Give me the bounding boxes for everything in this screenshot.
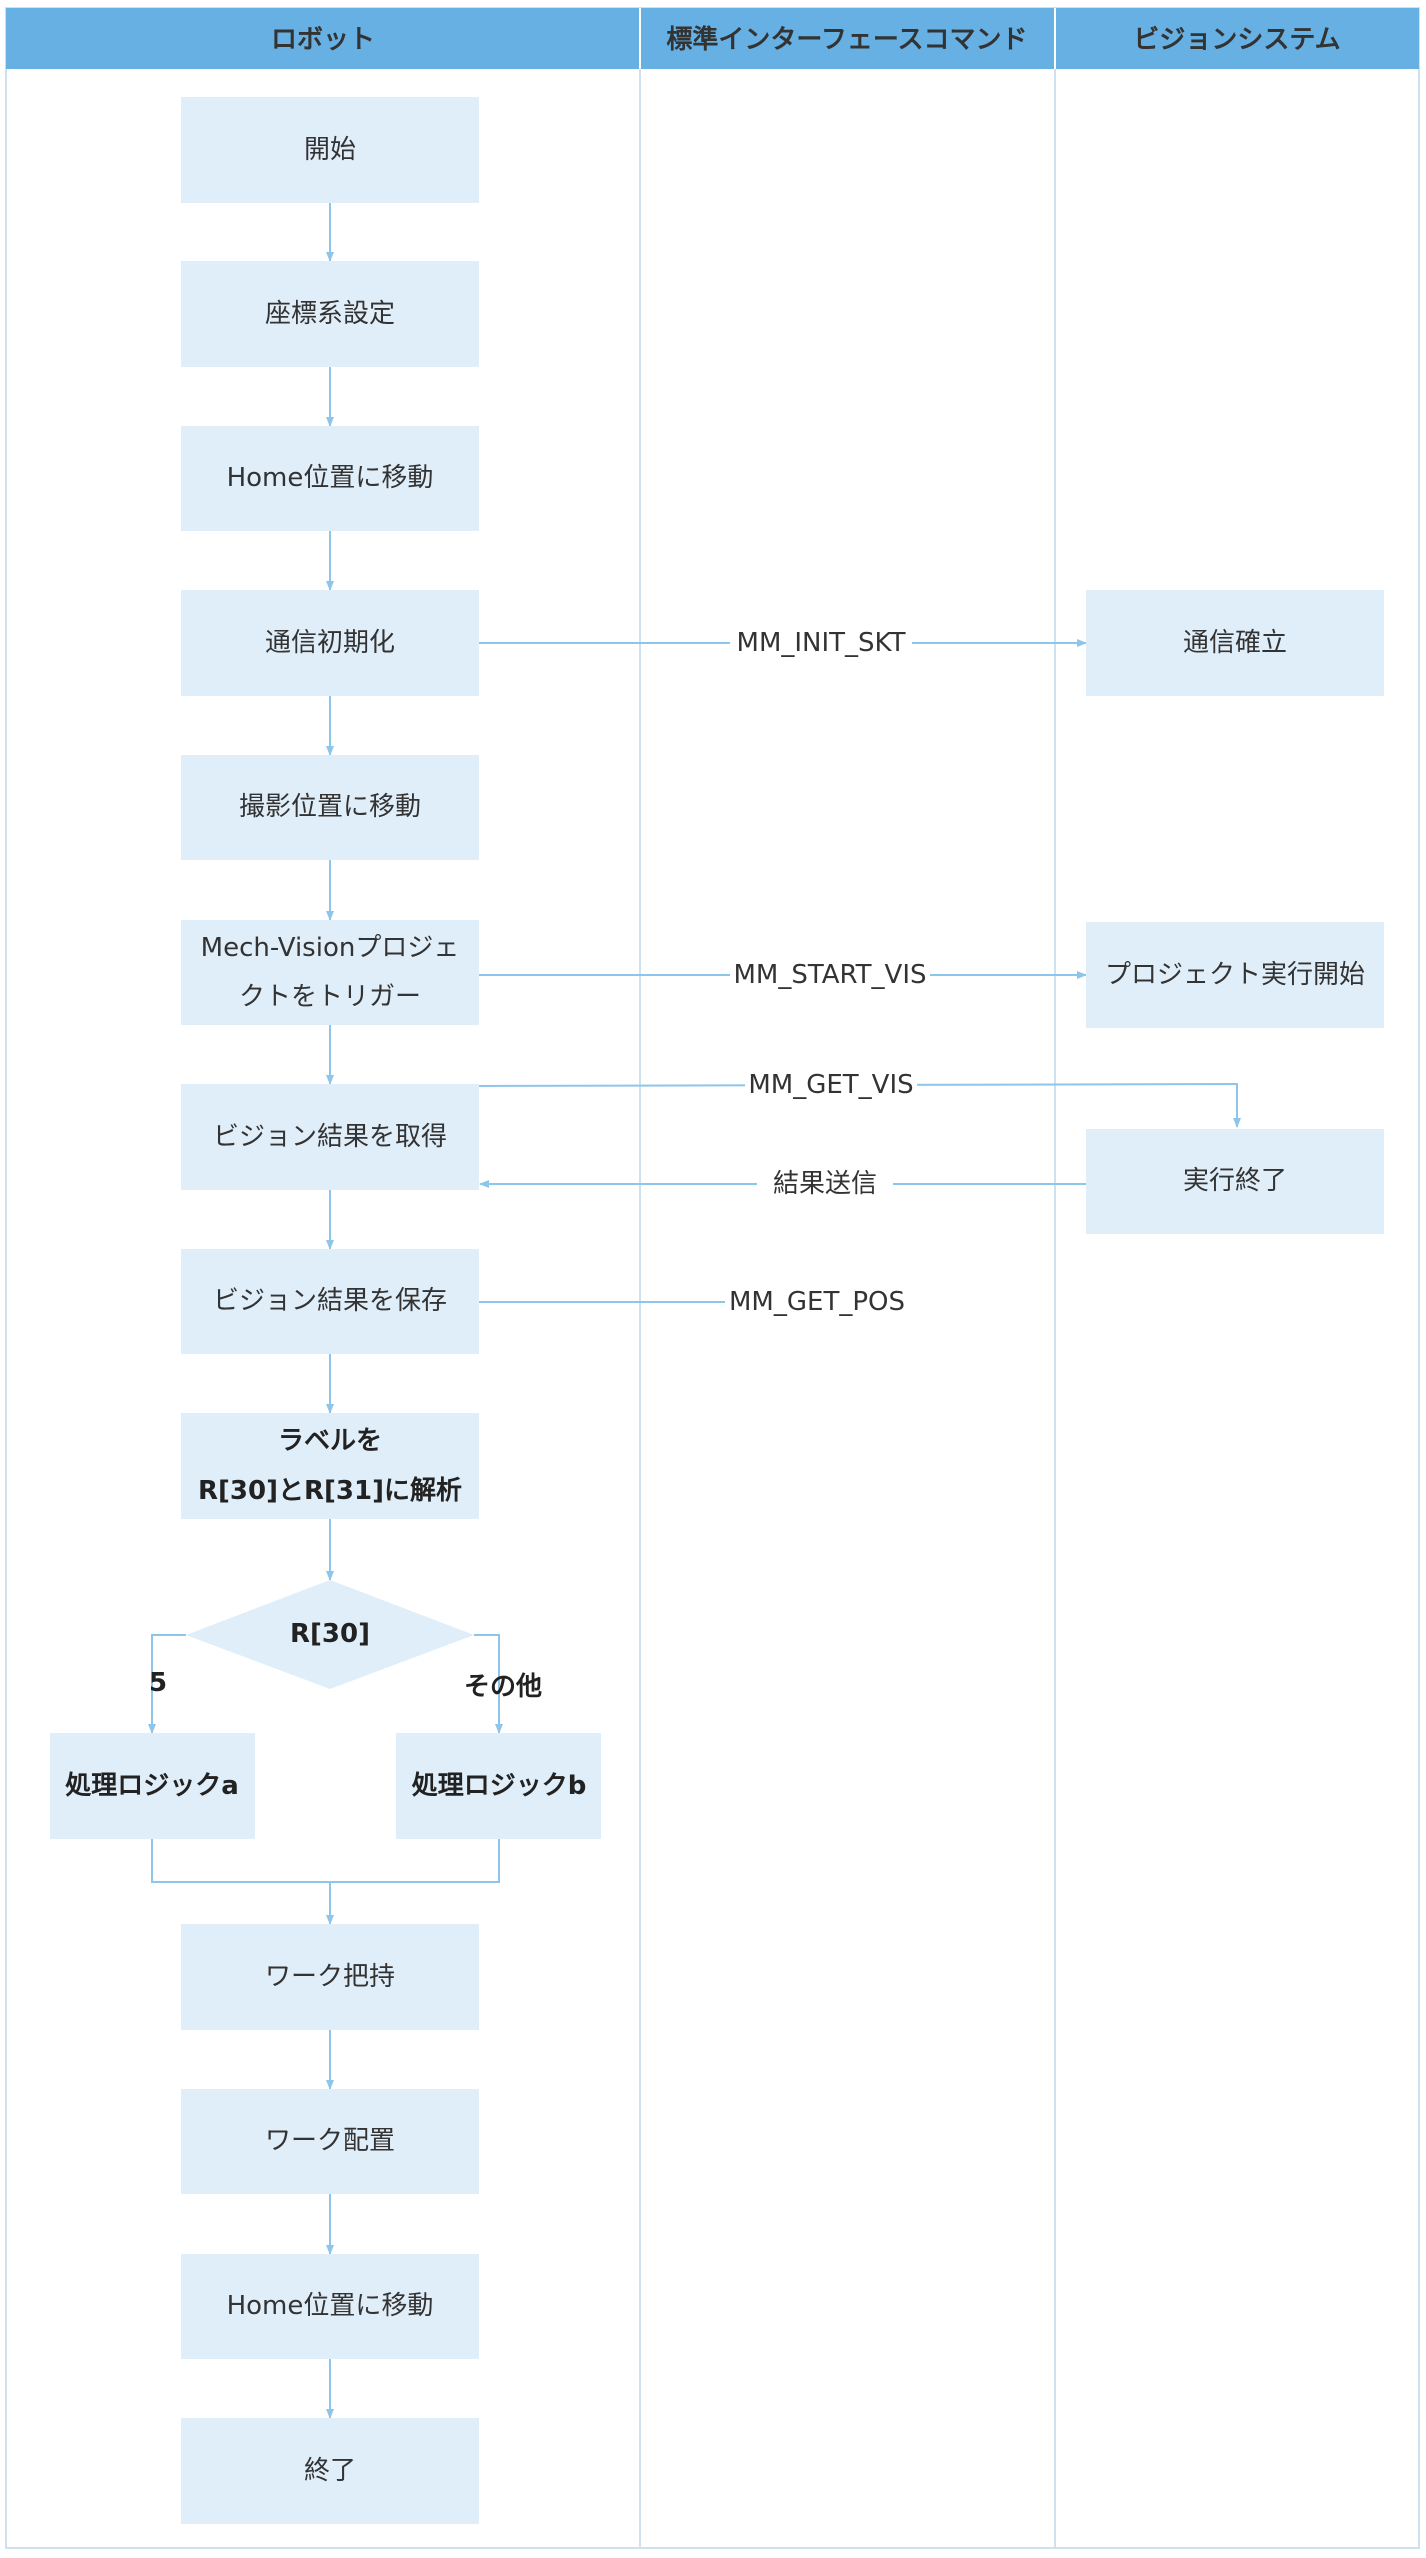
step-logic-a: 処理ロジックa <box>50 1733 255 1839</box>
command-get-pos-label: MM_GET_POS <box>729 1287 905 1317</box>
robot-steps: 開始 座標系設定 Home位置に移動 通信初期化 撮影位置に移動 Mech-Vi… <box>50 97 601 2524</box>
command-init-label: MM_INIT_SKT <box>737 628 906 658</box>
step-save-result: ビジョン結果を保存 <box>181 1249 479 1354</box>
lane-header: ロボット 標準インターフェースコマンド ビジョンシステム <box>6 8 1419 69</box>
step-start: 開始 <box>181 97 479 203</box>
step-coordinate-setup-label: 座標系設定 <box>265 299 395 329</box>
vision-project-start: プロジェクト実行開始 <box>1086 922 1384 1028</box>
step-home-move-1: Home位置に移動 <box>181 426 479 531</box>
step-comm-init: 通信初期化 <box>181 590 479 696</box>
step-place-label: ワーク配置 <box>265 2126 395 2156</box>
step-end-label: 終了 <box>304 2456 356 2486</box>
lane-title-interface: 標準インターフェースコマンド <box>666 24 1027 55</box>
vision-steps: 通信確立 プロジェクト実行開始 実行終了 <box>1086 590 1384 1234</box>
decision-r30: R[30] <box>186 1580 474 1689</box>
command-labels: MM_INIT_SKT MM_START_VIS MM_GET_VIS 結果送信… <box>729 625 930 1317</box>
vision-comm-established: 通信確立 <box>1086 590 1384 696</box>
step-move-capture: 撮影位置に移動 <box>181 755 479 860</box>
step-comm-init-label: 通信初期化 <box>265 628 395 658</box>
vision-exec-done: 実行終了 <box>1086 1129 1384 1234</box>
step-place: ワーク配置 <box>181 2089 479 2194</box>
step-trigger-project-label-1: Mech-Visionプロジェ <box>201 933 460 963</box>
step-home-move-2-label: Home位置に移動 <box>227 2291 434 2321</box>
step-parse-label-2: R[30]とR[31]に解析 <box>198 1476 462 1506</box>
vision-project-start-label: プロジェクト実行開始 <box>1105 960 1365 990</box>
step-get-result-label: ビジョン結果を取得 <box>213 1122 447 1152</box>
step-home-move-1-label: Home位置に移動 <box>227 463 434 493</box>
step-get-result: ビジョン結果を取得 <box>181 1084 479 1190</box>
vision-exec-done-label: 実行終了 <box>1183 1166 1287 1196</box>
command-get-vis-label: MM_GET_VIS <box>748 1070 913 1100</box>
step-grasp-label: ワーク把持 <box>265 1962 395 1992</box>
step-trigger-project: Mech-Visionプロジェ クトをトリガー <box>181 920 479 1025</box>
step-logic-b-label: 処理ロジックb <box>412 1771 587 1801</box>
vision-comm-established-label: 通信確立 <box>1183 628 1287 658</box>
step-trigger-project-label-2: クトをトリガー <box>239 982 421 1012</box>
command-start-label: MM_START_VIS <box>733 960 926 990</box>
step-parse-label: ラベルを R[30]とR[31]に解析 <box>181 1413 479 1519</box>
lane-title-robot: ロボット <box>271 25 375 55</box>
step-move-capture-label: 撮影位置に移動 <box>239 792 421 822</box>
step-start-label: 開始 <box>304 135 356 165</box>
command-send-result-label: 結果送信 <box>773 1169 877 1199</box>
branch-label-other: その他 <box>464 1672 542 1702</box>
step-logic-a-label: 処理ロジックa <box>65 1771 239 1801</box>
step-end: 終了 <box>181 2418 479 2524</box>
step-parse-label-1: ラベルを <box>278 1426 382 1456</box>
header-bar <box>6 8 1419 69</box>
step-logic-b: 処理ロジックb <box>396 1733 601 1839</box>
step-coordinate-setup: 座標系設定 <box>181 261 479 367</box>
lane-title-vision: ビジョンシステム <box>1133 25 1340 55</box>
branch-label-5: 5 <box>149 1668 167 1698</box>
edges <box>148 203 1241 2419</box>
step-save-result-label: ビジョン結果を保存 <box>213 1286 447 1316</box>
step-home-move-2: Home位置に移動 <box>181 2254 479 2359</box>
step-grasp: ワーク把持 <box>181 1924 479 2030</box>
decision-r30-label: R[30] <box>290 1619 370 1649</box>
